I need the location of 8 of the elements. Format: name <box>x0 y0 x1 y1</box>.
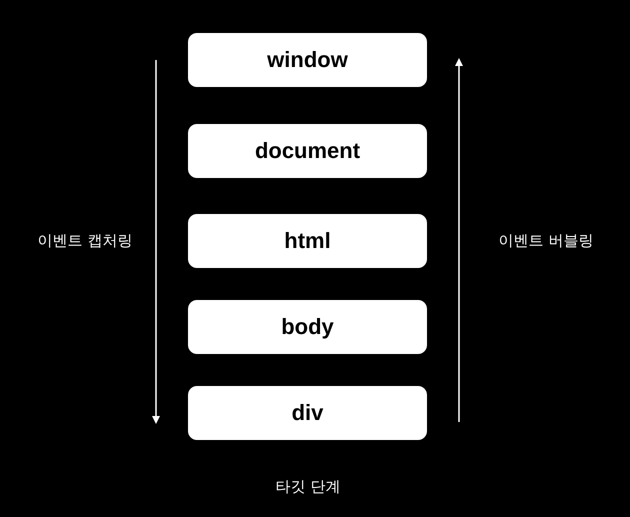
element-box: div <box>188 386 427 440</box>
phase-label: 이벤트 버블링 <box>498 232 594 250</box>
element-box: html <box>188 214 427 268</box>
element-box: window <box>188 33 427 87</box>
element-box: body <box>188 300 427 354</box>
element-box: document <box>188 124 427 178</box>
phase-label: 이벤트 캡처링 <box>38 232 132 250</box>
phase-label: 타깃 단계 <box>276 478 340 496</box>
